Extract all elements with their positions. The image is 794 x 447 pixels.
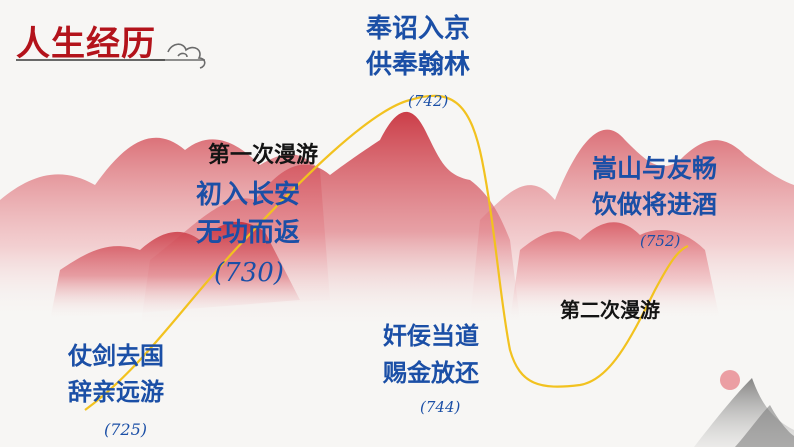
- life-curve: [84, 94, 689, 411]
- event-songshan-line2: 饮做将进酒: [592, 190, 718, 219]
- red-sun: [720, 370, 740, 390]
- event-youth-line2: 辞亲远游: [68, 377, 164, 406]
- event-court-line2: 供奉翰林: [366, 50, 471, 80]
- first-journey-heading: 第一次漫游: [208, 142, 319, 168]
- event-youth-year: (725): [104, 420, 148, 439]
- event-changan-line1: 初入长安: [196, 180, 301, 210]
- event-youth-line1: 仗剑去国: [68, 341, 164, 370]
- event-exile-year: (744): [420, 398, 461, 416]
- event-exile-line2: 赐金放还: [383, 358, 479, 387]
- event-changan-line2: 无功而返: [196, 218, 301, 248]
- event-songshan-year: (752): [640, 232, 681, 250]
- right-front-peaks: [510, 222, 720, 320]
- event-court-line1: 奉诏入京: [366, 14, 471, 44]
- event-songshan-line1: 嵩山与友畅: [592, 154, 718, 183]
- ink-mountain-small: [735, 405, 794, 447]
- cloud-ornament: [150, 43, 206, 69]
- page-title: 人生经历: [16, 24, 156, 64]
- event-court-year: (742): [408, 92, 449, 110]
- second-journey-heading: 第二次漫游: [560, 298, 660, 322]
- event-exile-line1: 奸佞当道: [383, 321, 479, 350]
- event-changan-year: (730): [214, 258, 284, 288]
